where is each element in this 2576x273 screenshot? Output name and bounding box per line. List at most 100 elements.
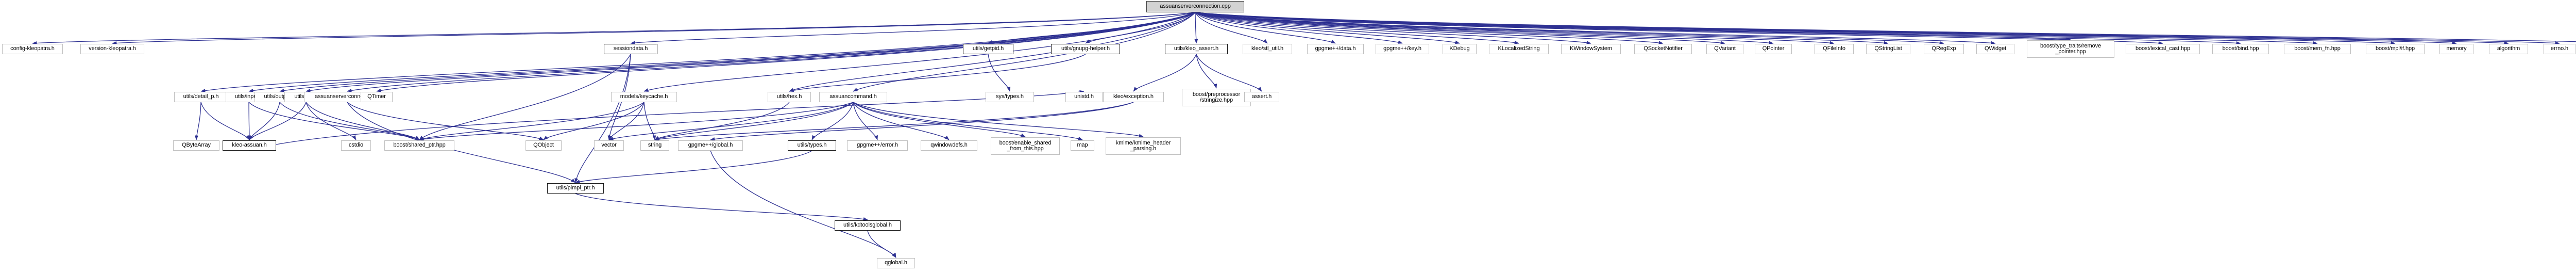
graph-edge-kleo-exception-to-gpgme-global <box>710 102 1134 141</box>
graph-edge-utils-input-to-boost-shared-ptr <box>248 102 420 140</box>
graph-edge-utils-types-to-utils-pimpl-ptr <box>575 150 812 183</box>
graph-node-boost-mem-fn[interactable]: boost/mem_fn.hpp <box>2284 44 2351 54</box>
graph-edge-root-to-klocalizedstring <box>1195 12 1519 44</box>
graph-node-unistd[interactable]: unistd.h <box>1065 92 1103 102</box>
graph-node-models-keycache[interactable]: models/keycache.h <box>611 92 677 102</box>
graph-node-kleo-stl-util[interactable]: kleo/stl_util.h <box>1243 44 1292 54</box>
graph-edge-root-to-qsocketnotifier <box>1195 12 1664 45</box>
graph-node-cstdio[interactable]: cstdio <box>341 140 371 151</box>
graph-node-algorithm[interactable]: algorithm <box>2489 44 2528 54</box>
graph-node-utils-gnupg-helper[interactable]: utils/gnupg-helper.h <box>1051 44 1120 54</box>
graph-node-version-kleopatra[interactable]: version-kleopatra.h <box>80 44 144 54</box>
graph-node-sys-types[interactable]: sys/types.h <box>986 92 1034 102</box>
graph-node-gpgme-global[interactable]: gpgme++/global.h <box>678 140 743 151</box>
graph-edge-root-to-boost-lexical-cast <box>1195 12 2163 45</box>
graph-edge-assuancommand-to-kmime-header <box>853 102 1144 138</box>
graph-edge-asc-h-to-qobject <box>347 102 544 140</box>
graph-node-assuancommand[interactable]: assuancommand.h <box>819 92 887 102</box>
graph-edge-utils-kleo-assert-to-assert-h <box>1196 54 1262 92</box>
graph-edge-utils-pimpl-ptr-to-utils-kdtools <box>575 193 868 221</box>
graph-node-qglobal[interactable]: qglobal.h <box>877 258 915 268</box>
graph-node-qtimer[interactable]: QTimer <box>361 92 393 102</box>
graph-node-gpgme-data[interactable]: gpgme++/data.h <box>1307 44 1364 54</box>
graph-node-qbytearray[interactable]: QByteArray <box>173 140 219 151</box>
graph-node-utils-pimpl-ptr[interactable]: utils/pimpl_ptr.h <box>547 183 604 194</box>
graph-edge-assuancommand-to-map <box>853 102 1083 140</box>
graph-node-config-kleopatra[interactable]: config-kleopatra.h <box>2 44 63 54</box>
graph-edge-root-to-boost-mpl-if <box>1195 12 2396 45</box>
graph-node-memory[interactable]: memory <box>2439 44 2473 54</box>
graph-edge-root-to-kwindowsystem <box>1195 12 1591 45</box>
graph-edge-root-to-qvariant <box>1195 12 1725 45</box>
graph-node-qregexp[interactable]: QRegExp <box>1924 44 1964 54</box>
graph-node-kdebug[interactable]: KDebug <box>1443 44 1477 54</box>
graph-node-qfileinfo[interactable]: QFileInfo <box>1815 44 1854 54</box>
graph-edge-models-keycache-to-vector <box>608 102 645 140</box>
graph-edge-root-to-qfileinfo <box>1195 12 1835 45</box>
graph-node-kleo-exception[interactable]: kleo/exception.h <box>1103 92 1164 102</box>
graph-node-gpgme-key[interactable]: gpgme++/key.h <box>1376 44 1429 54</box>
graph-node-utils-detail-p[interactable]: utils/detail_p.h <box>174 92 228 102</box>
graph-node-utils-getpid[interactable]: utils/getpid.h <box>963 44 1013 54</box>
graph-edge-root-to-algorithm <box>1195 12 2509 45</box>
graph-edge-root-to-qwidget <box>1195 12 1996 45</box>
graph-node-boost-mpl-if[interactable]: boost/mpl/if.hpp <box>2366 44 2425 54</box>
graph-edge-utils-log-to-boost-shared-ptr <box>306 102 420 140</box>
graph-edge-assuancommand-to-string <box>654 102 854 140</box>
graph-edge-utils-hex-to-string <box>654 102 790 140</box>
graph-node-qvariant[interactable]: QVariant <box>1706 44 1743 54</box>
graph-edge-root-to-kdebug <box>1195 12 1460 44</box>
graph-edge-utils-output-to-kleo-assuan <box>249 102 280 140</box>
graph-edge-root-to-boost-bind <box>1195 12 2241 45</box>
graph-edge-kleo-exception-to-string <box>654 102 1134 141</box>
graph-node-boost-esft[interactable]: boost/enable_shared _from_this.hpp <box>991 137 1060 155</box>
graph-edge-root-to-qregexp <box>1195 12 1944 45</box>
graph-edge-assuancommand-to-gpgme-error <box>853 102 878 140</box>
graph-edge-utils-detail-p-to-kleo-assuan <box>200 102 250 140</box>
graph-node-gpgme-error[interactable]: gpgme++/error.h <box>847 140 908 151</box>
graph-node-qwidget[interactable]: QWidget <box>1976 44 2014 54</box>
graph-edge-models-keycache-to-boost-shared-ptr <box>419 102 645 140</box>
graph-node-map[interactable]: map <box>1071 140 1094 151</box>
graph-node-qstringlist[interactable]: QStringList <box>1866 44 1910 54</box>
graph-edge-utils-detail-p-to-qbytearray <box>194 102 201 140</box>
graph-edge-assuancommand-to-boost-shared-ptr <box>419 102 854 141</box>
graph-node-qobject[interactable]: QObject <box>526 140 562 151</box>
graph-edge-models-keycache-to-qobject <box>543 102 645 140</box>
graph-node-assert-h[interactable]: assert.h <box>1244 92 1279 102</box>
graph-node-boost-remove-ptr[interactable]: boost/type_traits/remove _pointer.hpp <box>2027 40 2114 58</box>
graph-node-boost-bind[interactable]: boost/bind.hpp <box>2212 44 2269 54</box>
graph-node-utils-types[interactable]: utils/types.h <box>788 140 836 151</box>
graph-node-kleo-assuan[interactable]: kleo-assuan.h <box>223 140 276 151</box>
graph-node-errno[interactable]: errno.h <box>2544 44 2575 54</box>
graph-node-klocalizedstring[interactable]: KLocalizedString <box>1489 44 1549 54</box>
graph-node-utils-kleo-assert[interactable]: utils/kleo_assert.h <box>1165 44 1228 54</box>
graph-edge-utils-log-to-cstdio <box>306 102 357 140</box>
graph-edge-assuancommand-to-vector <box>608 102 854 140</box>
graph-edge-models-keycache-to-string <box>643 102 656 140</box>
graph-node-qwindowdefs[interactable]: qwindowdefs.h <box>921 140 977 151</box>
graph-node-boost-lexical-cast[interactable]: boost/lexical_cast.hpp <box>2126 44 2200 54</box>
graph-edge-utils-getpid-to-sys-types <box>988 54 1011 92</box>
graph-edge-root-to-utils-kleo-assert <box>1194 12 1198 44</box>
graph-node-qsocketnotifier[interactable]: QSocketNotifier <box>1634 44 1692 54</box>
graph-node-kmime-header[interactable]: kmime/kmime_header _parsing.h <box>1106 137 1181 155</box>
graph-edge-root-to-sessiondata <box>630 12 1196 45</box>
graph-edge-sessiondata-to-boost-shared-ptr <box>419 54 631 140</box>
graph-node-utils-kdtools[interactable]: utils/kdtoolsglobal.h <box>835 220 901 231</box>
graph-node-root[interactable]: assuanserverconnection.cpp <box>1146 1 1244 12</box>
graph-node-qpointer[interactable]: QPointer <box>1755 44 1792 54</box>
graph-node-string[interactable]: string <box>640 140 669 151</box>
graph-node-sessiondata[interactable]: sessiondata.h <box>604 44 657 54</box>
graph-node-kwindowsystem[interactable]: KWindowSystem <box>1561 44 1621 54</box>
graph-edge-utils-output-to-boost-shared-ptr <box>279 102 420 140</box>
graph-edge-root-to-version-kleopatra <box>112 12 1196 45</box>
graph-edge-utils-kdtools-to-qglobal <box>867 230 896 258</box>
graph-node-vector[interactable]: vector <box>594 140 624 151</box>
graph-node-boost-shared-ptr[interactable]: boost/shared_ptr.hpp <box>384 140 454 151</box>
graph-node-utils-hex[interactable]: utils/hex.h <box>768 92 811 102</box>
graph-node-boost-stringize[interactable]: boost/preprocessor /stringize.hpp <box>1182 89 1251 106</box>
graph-edge-root-to-utils-gnupg-helper <box>1085 12 1196 44</box>
graph-edge-root-to-kleo-stl-util <box>1195 12 1268 44</box>
